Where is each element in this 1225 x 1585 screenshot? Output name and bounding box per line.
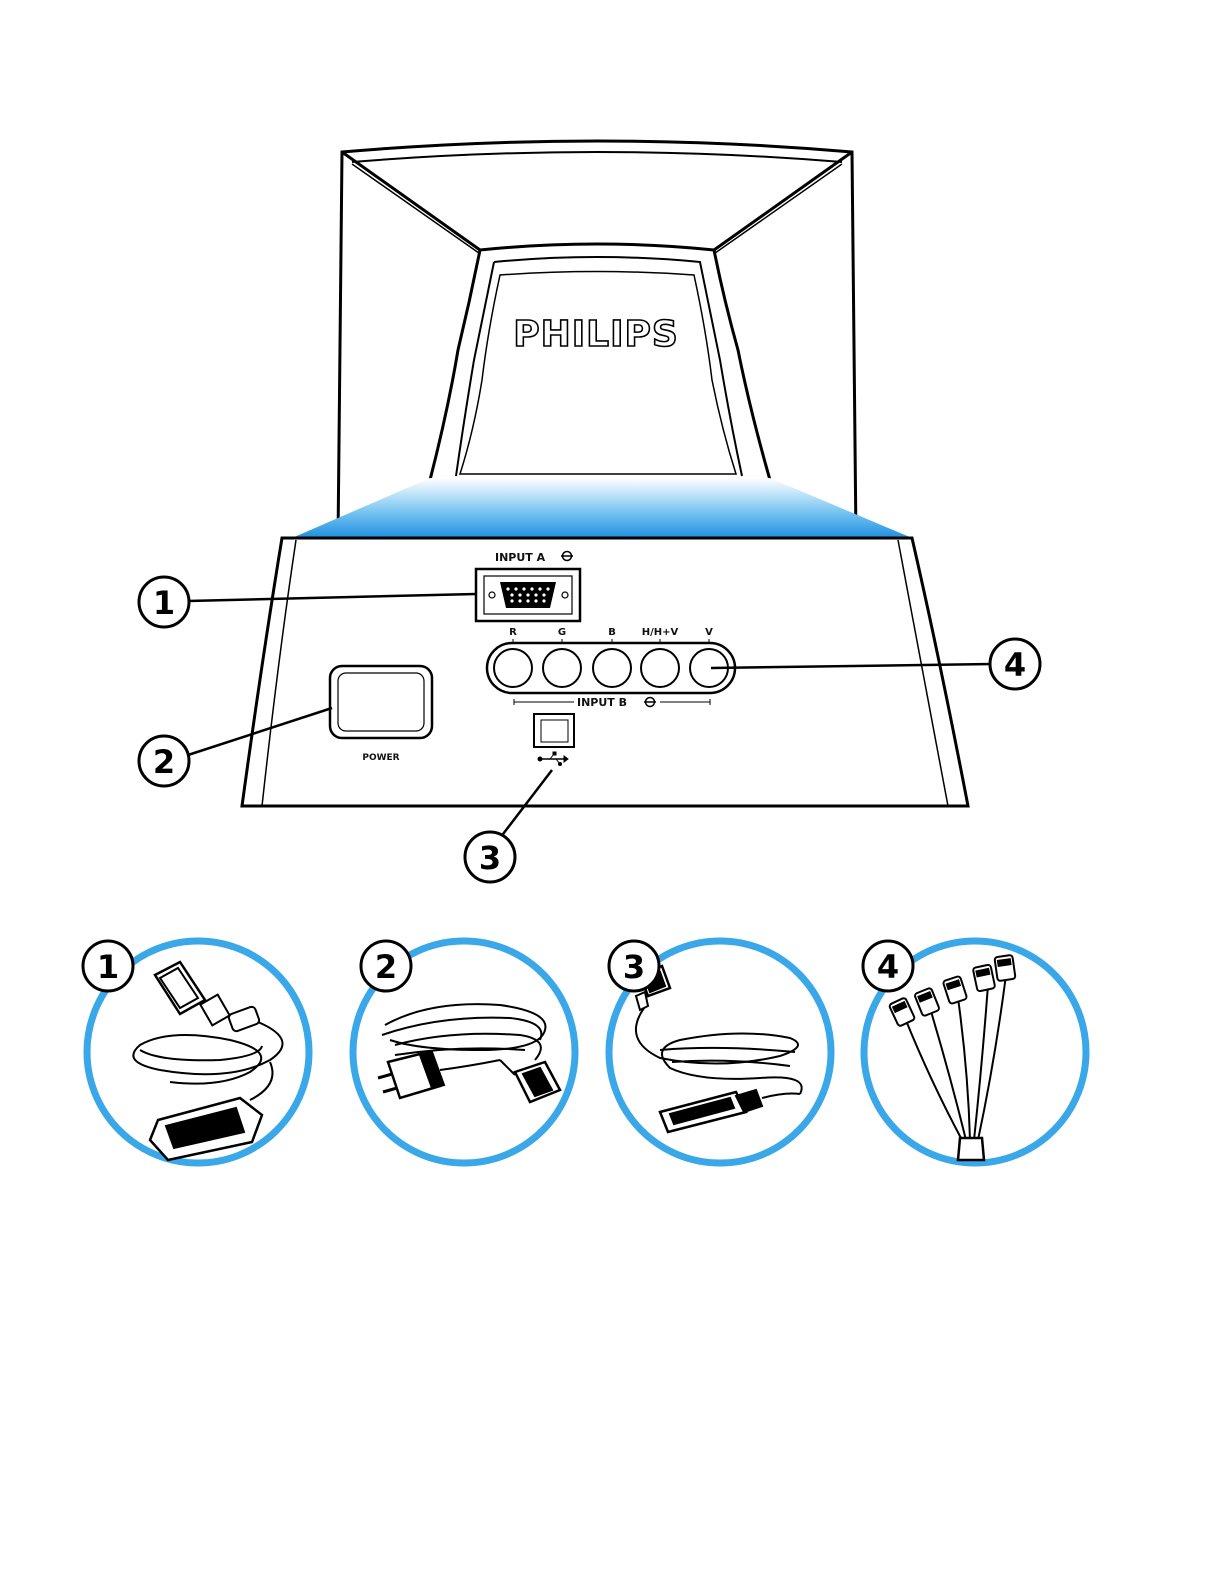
power-label: POWER [362, 753, 399, 763]
bnc-label-g: G [558, 627, 566, 638]
bnc-port-hv[interactable] [641, 649, 679, 687]
svg-text:3: 3 [479, 839, 501, 877]
input-b-label: INPUT B [577, 696, 627, 709]
bnc-port-r[interactable] [494, 649, 532, 687]
bnc-label-b: B [608, 627, 616, 638]
svg-text:2: 2 [153, 743, 175, 781]
accessory-1: 1 [83, 941, 309, 1163]
bnc-port-g[interactable] [543, 649, 581, 687]
brand-logo: PHILIPS [513, 314, 679, 355]
connector-panel: INPUT A R G B H/H+V V [242, 538, 968, 806]
usb-port[interactable] [534, 714, 574, 747]
accessory-2: 2 [353, 941, 575, 1163]
svg-text:1: 1 [97, 948, 119, 986]
power-button[interactable] [330, 666, 432, 738]
vga-input-port[interactable] [476, 569, 580, 621]
svg-text:4: 4 [877, 948, 899, 986]
svg-text:4: 4 [1004, 646, 1026, 684]
input-a-label: INPUT A [495, 551, 546, 564]
svg-text:3: 3 [623, 948, 645, 986]
svg-text:1: 1 [153, 584, 175, 622]
bnc-label-r: R [509, 627, 517, 638]
bnc-label-hv: H/H+V [642, 627, 679, 638]
accessory-4: 4 [863, 941, 1086, 1163]
bnc-port-b[interactable] [593, 649, 631, 687]
accessory-3: 3 [609, 941, 831, 1163]
bnc-label-v: V [705, 627, 713, 638]
svg-text:2: 2 [375, 948, 397, 986]
